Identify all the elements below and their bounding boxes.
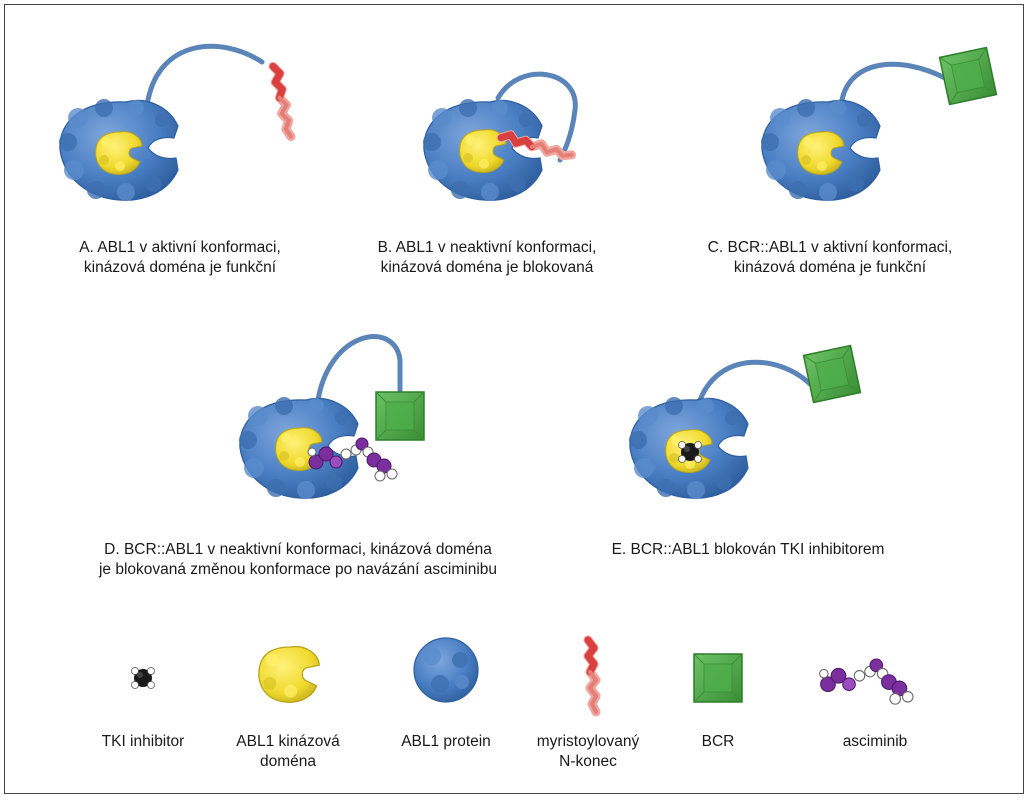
panel-c-caption: C. BCR::ABL1 v aktivní konformaci, kináz… bbox=[690, 238, 970, 278]
legend-myristoyl-label-line2: N-konec bbox=[559, 753, 617, 770]
panel-b-caption: B. ABL1 v neaktivní konformaci, kinázová… bbox=[362, 238, 612, 278]
panel-e-caption-line1: E. BCR::ABL1 blokován TKI inhibitorem bbox=[611, 541, 885, 558]
legend-myristoyl-label-line1: myristoylovaný bbox=[536, 733, 640, 750]
panel-e-bcr bbox=[802, 344, 862, 404]
panel-a-linker bbox=[145, 43, 265, 103]
legend-kinase-label-line1: ABL1 kinázová bbox=[236, 733, 340, 750]
legend-tki-label: TKI inhibitor bbox=[83, 732, 203, 752]
legend-bcr-icon bbox=[693, 653, 743, 703]
legend-myristoyl-label: myristoylovaný N-konec bbox=[523, 732, 653, 772]
panel-d-linker bbox=[315, 334, 403, 403]
panel-a-caption: A. ABL1 v aktivní konformaci, kinázová d… bbox=[60, 238, 300, 278]
panel-c-caption-line2: kinázová doména je funkční bbox=[733, 259, 927, 276]
panel-b-caption-line2: kinázová doména je blokovaná bbox=[380, 259, 594, 276]
panel-d-caption-line2: je blokovaná změnou konformace po navázá… bbox=[98, 561, 498, 578]
legend-kinase-label: ABL1 kinázová doména bbox=[213, 732, 363, 772]
panel-b bbox=[422, 71, 578, 202]
legend-tki-icon bbox=[131, 667, 155, 689]
panel-c-caption-line1: C. BCR::ABL1 v aktivní konformaci, bbox=[707, 239, 953, 256]
legend-protein-icon bbox=[413, 637, 479, 703]
legend-asciminib-icon bbox=[819, 658, 914, 705]
panel-d-caption: D. BCR::ABL1 v neaktivní konformaci, kin… bbox=[78, 540, 518, 580]
panel-e-caption: E. BCR::ABL1 blokován TKI inhibitorem bbox=[598, 540, 898, 560]
panel-a bbox=[58, 43, 291, 202]
legend-protein-label: ABL1 protein bbox=[381, 732, 511, 752]
panel-a-caption-line1: A. ABL1 v aktivní konformaci, bbox=[79, 239, 281, 256]
legend-kinase-icon bbox=[258, 645, 320, 703]
panel-c-bcr bbox=[938, 46, 998, 106]
legend-tki-label-text: TKI inhibitor bbox=[101, 733, 185, 750]
panel-e-linker bbox=[697, 359, 813, 403]
panel-d-caption-line1: D. BCR::ABL1 v neaktivní konformaci, kin… bbox=[104, 541, 492, 558]
panel-d-bcr bbox=[375, 391, 425, 441]
panel-e-tki-inhibitor bbox=[678, 441, 702, 463]
panel-a-myristoyl-chain bbox=[273, 65, 291, 137]
panel-d bbox=[238, 334, 425, 500]
legend-asciminib-label-text: asciminib bbox=[842, 733, 908, 750]
legend-protein-label-text: ABL1 protein bbox=[401, 733, 491, 750]
legend-myristoyl-icon bbox=[588, 640, 596, 712]
legend-icons bbox=[131, 637, 914, 712]
legend-asciminib-label: asciminib bbox=[815, 732, 935, 752]
legend-kinase-label-line2: doména bbox=[259, 753, 316, 770]
panel-c bbox=[760, 46, 998, 202]
legend-bcr-label: BCR bbox=[668, 732, 768, 752]
panel-b-caption-line1: B. ABL1 v neaktivní konformaci, bbox=[377, 239, 597, 256]
panel-b-linker bbox=[495, 71, 578, 163]
legend-bcr-label-text: BCR bbox=[701, 733, 735, 750]
panel-a-caption-line2: kinázová doména je funkční bbox=[83, 259, 277, 276]
panel-e bbox=[628, 344, 862, 500]
panel-c-linker bbox=[839, 61, 948, 103]
